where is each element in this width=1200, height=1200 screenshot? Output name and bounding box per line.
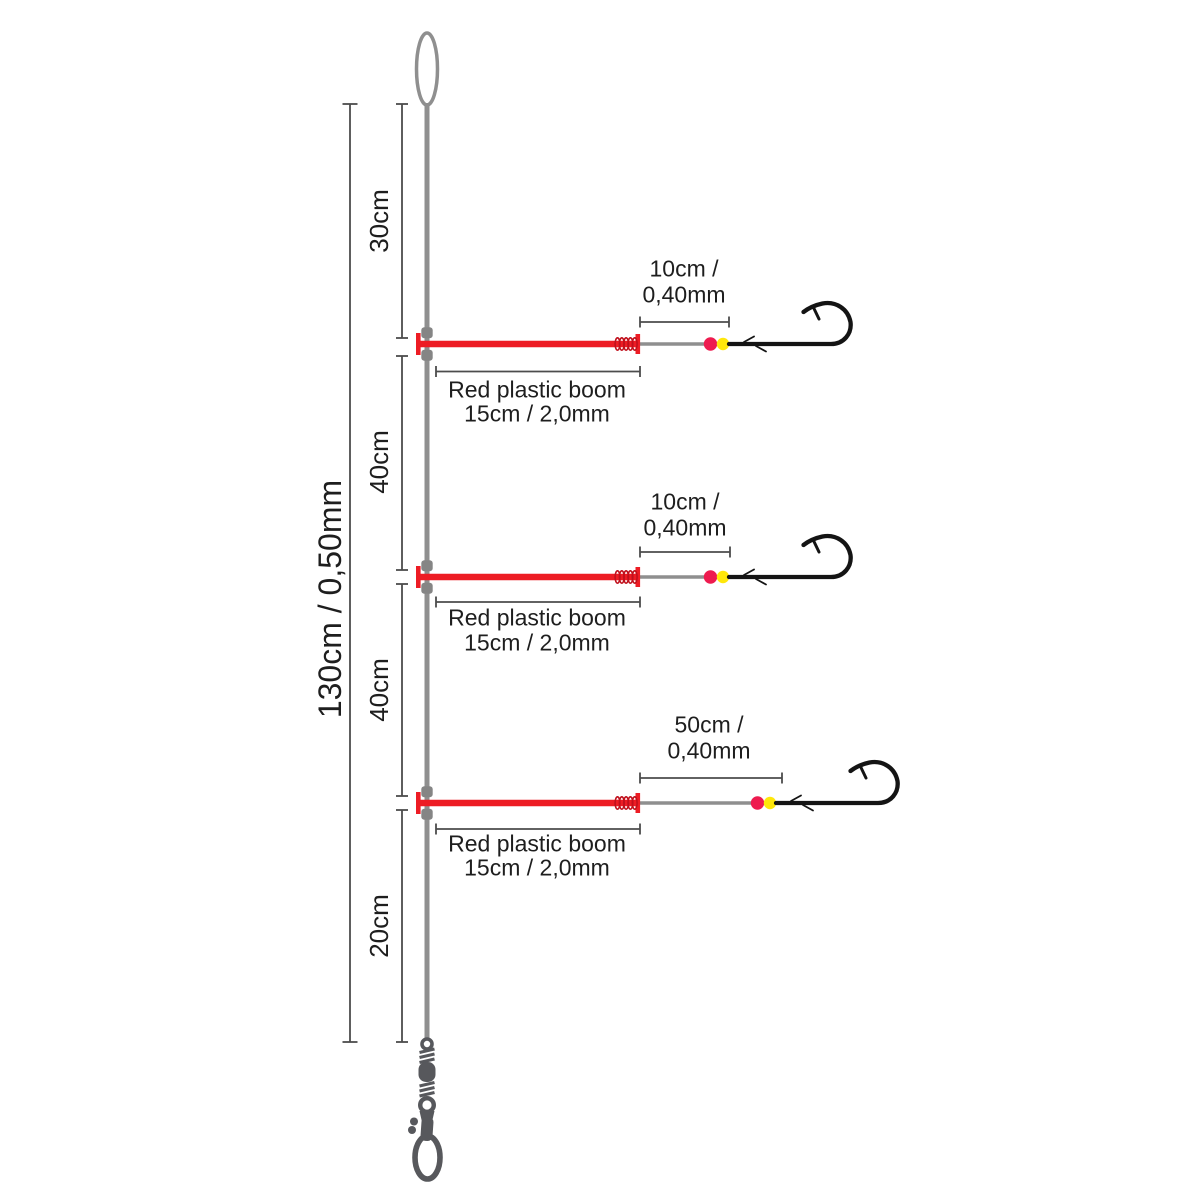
measure-section-40cm-b: [396, 583, 408, 797]
boom-label-line1: Red plastic boom: [448, 376, 626, 403]
hook-icon: [729, 536, 851, 584]
measure-main-line: [342, 103, 358, 1043]
drop-assembly-3: [416, 762, 898, 835]
red-boom-icon: [416, 327, 640, 361]
hook-icon: [729, 303, 851, 351]
swivel-barrel: [418, 1062, 436, 1082]
leader-length-label-line2: 0,40mm: [642, 281, 726, 308]
section-label-40cm-a: 40cm: [364, 430, 394, 494]
measure-section-30cm: [396, 103, 408, 339]
leader-length-label-line2: 0,40mm: [667, 737, 751, 764]
yellow-bead: [716, 570, 730, 584]
measure-section-40cm-a: [396, 355, 408, 571]
boom-label-line2: 15cm / 2,0mm: [464, 400, 610, 427]
yellow-bead: [716, 337, 730, 351]
leader-length-label-line1: 10cm /: [649, 255, 719, 282]
measure-leader: [639, 772, 783, 784]
boom-label-line1: Red plastic boom: [448, 830, 626, 857]
snap-latch-nub-2: [408, 1126, 416, 1134]
section-label-20cm: 20cm: [364, 894, 394, 958]
snap-loop: [412, 1133, 443, 1182]
main-line-length-label: 130cm / 0,50mm: [312, 479, 348, 719]
swivel-eye-bottom: [418, 1095, 437, 1114]
boom-label-line2: 15cm / 2,0mm: [464, 854, 610, 881]
section-label-40cm-b: 40cm: [364, 658, 394, 722]
measure-leader: [639, 546, 731, 558]
drop-assembly-1: [416, 303, 851, 377]
swivel-eye-top: [420, 1037, 434, 1051]
leader-length-label-line2: 0,40mm: [643, 514, 727, 541]
top-loop-icon: [414, 31, 440, 107]
yellow-bead: [763, 796, 777, 810]
red-bead: [750, 796, 765, 810]
section-label-30cm: 30cm: [364, 189, 394, 253]
leader-length-label-line1: 50cm /: [674, 711, 744, 738]
boom-label-line1: Red plastic boom: [448, 604, 626, 631]
swivel-twist-upper: [419, 1047, 435, 1065]
hook-icon: [776, 762, 898, 810]
snap-swivel-icon: [408, 1037, 443, 1182]
red-bead: [703, 570, 718, 584]
boom-label-line2: 15cm / 2,0mm: [464, 629, 610, 656]
swivel-twist-lower: [419, 1080, 435, 1098]
red-bead: [703, 337, 718, 351]
red-boom-icon: [416, 786, 640, 820]
leader-length-label-line1: 10cm /: [650, 488, 720, 515]
measure-section-20cm: [396, 809, 408, 1043]
snap-latch-nub-1: [410, 1117, 418, 1126]
measure-leader: [639, 316, 730, 328]
red-boom-icon: [416, 560, 640, 594]
measure-boom: [435, 366, 641, 377]
measure-boom: [435, 823, 641, 835]
drop-assembly-2: [416, 536, 851, 608]
measure-boom: [435, 596, 641, 608]
